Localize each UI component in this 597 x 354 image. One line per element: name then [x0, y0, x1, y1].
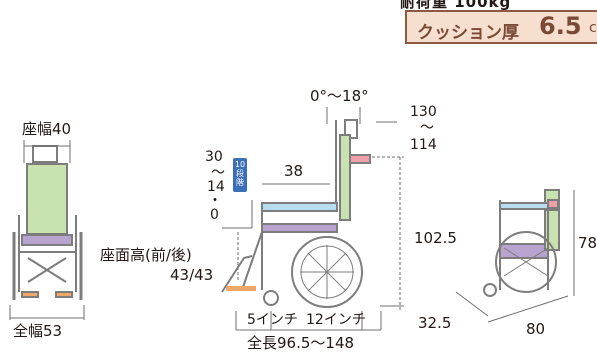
folded-view-wheelchair	[483, 189, 560, 297]
wheel-size-label: 12インチ	[306, 312, 366, 328]
header-cut-text: 耐荷重 100kg	[400, 0, 512, 11]
seat-height-value: 43/43	[170, 266, 214, 284]
seat-depth-label: 38	[284, 162, 304, 180]
side-view-wheelchair	[221, 119, 371, 308]
folded-view-dimensions	[455, 190, 575, 323]
total-length-label: 全長96.5〜148	[247, 334, 355, 352]
armrest-height-bottom: 114	[410, 137, 437, 153]
front-view-wheelchair	[12, 145, 83, 300]
armrest-height-tilde: 〜	[420, 120, 434, 136]
folded-height-label: 78	[578, 234, 597, 252]
folded-width-label: 80	[526, 320, 546, 338]
cushion-unit: cm	[589, 20, 597, 36]
cushion-label: クッション厚	[417, 23, 519, 43]
footrest-steps-badge: 10段階	[233, 158, 247, 192]
front-view-dimensions	[9, 140, 85, 320]
footrest-height-tilde: 〜	[211, 165, 225, 181]
cushion-value: 6.5	[539, 12, 582, 40]
total-width-label: 全幅53	[13, 322, 63, 340]
footrest-height-top: 30	[205, 149, 223, 165]
side-view-dimensions	[222, 107, 404, 331]
footrest-height-dot: ・	[208, 193, 222, 209]
backrest-angle-label: 0°〜18°	[310, 87, 369, 105]
folded-depth-label: 32.5	[418, 314, 452, 332]
cushion-thickness-banner: クッション厚 6.5 cm	[405, 10, 597, 44]
seat-width-label: 座幅40	[22, 120, 72, 138]
footrest-height-mid: 14	[207, 179, 225, 195]
caster-size-label: 5インチ	[247, 312, 298, 328]
footrest-height-bottom: 0	[210, 207, 219, 223]
overall-height-label: 102.5	[414, 229, 457, 247]
armrest-height-top: 130	[410, 104, 437, 120]
seat-height-label: 座面高(前/後)	[100, 246, 192, 264]
